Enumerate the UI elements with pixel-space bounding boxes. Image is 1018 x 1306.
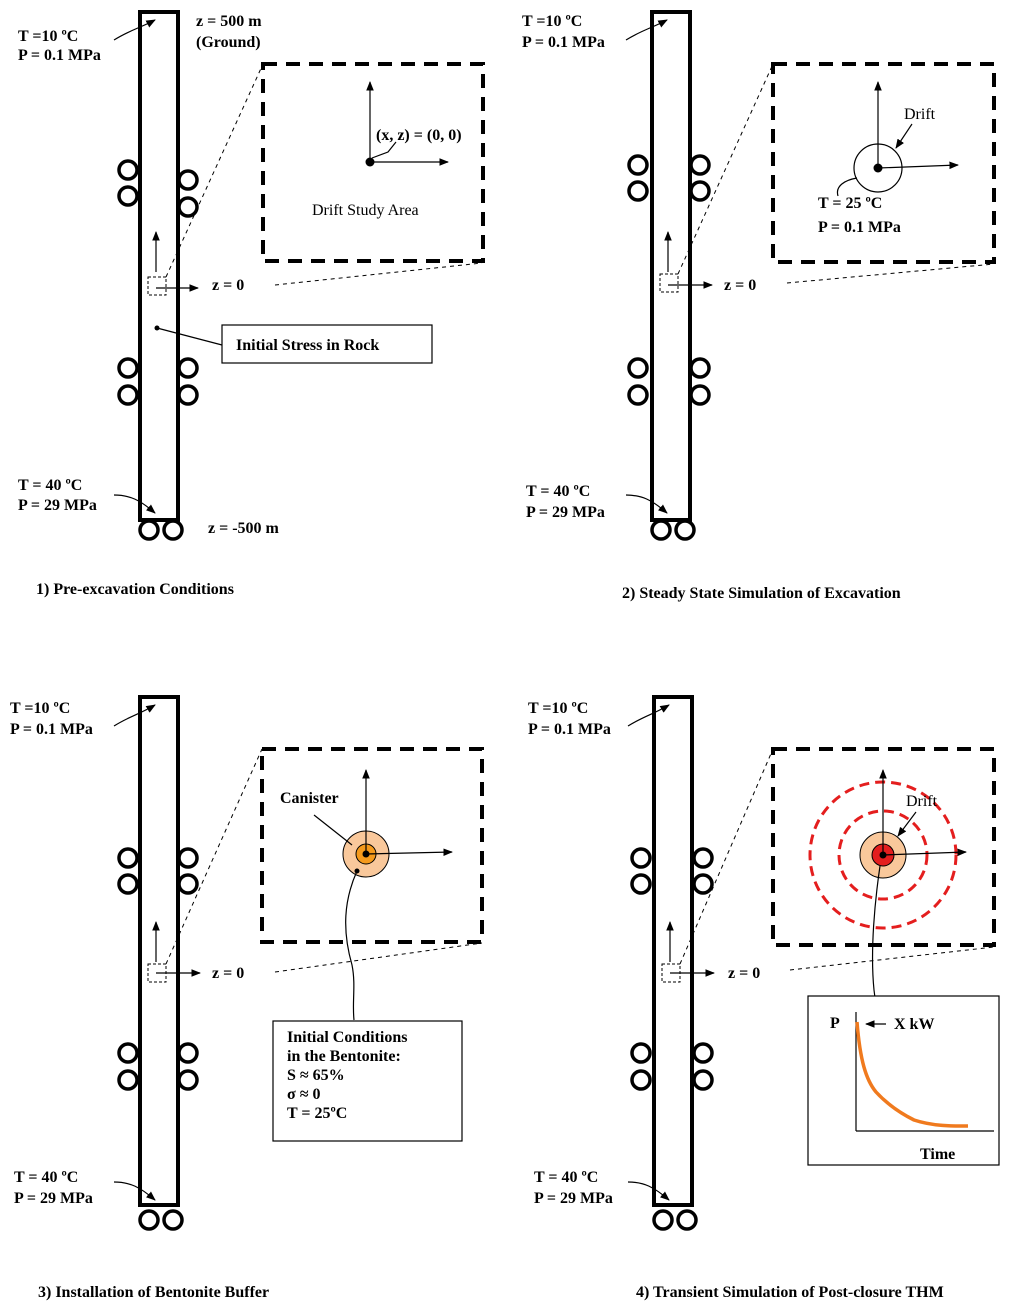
ground-note: (Ground) (196, 34, 261, 51)
init-line-4: σ ≈ 0 (287, 1086, 320, 1103)
power-y-label: P (830, 1015, 840, 1032)
panel-4-caption: 4) Transient Simulation of Post-closure … (636, 1284, 944, 1301)
panel-2-caption: 2) Steady State Simulation of Excavation (622, 585, 901, 602)
panel-3-caption: 3) Installation of Bentonite Buffer (38, 1284, 269, 1301)
roller-supports (630, 847, 714, 1231)
drift-pressure: P = 0.1 MPa (818, 219, 901, 236)
top-pressure: P = 0.1 MPa (10, 721, 93, 738)
bottom-boundary-arrow (113, 1181, 156, 1201)
canister-label: Canister (280, 790, 339, 807)
study-area-label: Drift Study Area (312, 202, 419, 219)
initial-conditions-box (272, 1020, 463, 1142)
rock-column (650, 10, 692, 522)
z0-label: z = 0 (728, 965, 760, 982)
bottom-z-label: z = -500 m (208, 520, 280, 537)
ground-label: z = 500 m (196, 13, 262, 30)
canister-center (362, 850, 370, 858)
zoom-line-top (677, 63, 774, 275)
canister-leader (313, 814, 353, 846)
canister-center (879, 851, 887, 859)
z0-label: z = 0 (212, 965, 244, 982)
study-area-marker (659, 273, 679, 293)
init-line-5: T = 25ºC (287, 1105, 347, 1122)
panel-3: T =10 ºC P = 0.1 MPa T = 40 ºC P = 29 MP… (10, 695, 484, 1301)
drift-wall-leader (836, 177, 858, 197)
study-area-marker (147, 276, 167, 296)
drift-label: Drift (904, 106, 936, 123)
top-temp: T =10 ºC (18, 28, 78, 45)
initial-stress-box (221, 324, 433, 364)
bottom-temp: T = 40 ºC (18, 477, 82, 494)
bottom-boundary-arrow (627, 1181, 670, 1201)
panel-2: T =10 ºC P = 0.1 MPa T = 40 ºC P = 29 MP… (522, 10, 996, 602)
z0-label: z = 0 (212, 277, 244, 294)
zoom-line-top (679, 748, 774, 965)
power-value: X kW (894, 1016, 934, 1033)
heat-zoom-box (771, 747, 996, 947)
bottom-temp: T = 40 ºC (14, 1169, 78, 1186)
bottom-boundary-arrow (625, 494, 668, 514)
top-boundary-arrow (113, 704, 156, 727)
init-line-3: S ≈ 65% (287, 1067, 345, 1084)
top-pressure: P = 0.1 MPa (522, 34, 605, 51)
roller-supports (627, 154, 711, 541)
bottom-temp: T = 40 ºC (526, 483, 590, 500)
power-x-label: Time (920, 1146, 955, 1163)
top-pressure: P = 0.1 MPa (528, 721, 611, 738)
top-boundary-arrow (113, 19, 156, 41)
roller-supports (117, 159, 199, 541)
power-inset-box (807, 995, 1000, 1166)
zoom-x-axis (877, 161, 959, 170)
roller-supports (117, 847, 199, 1231)
top-pressure: P = 0.1 MPa (18, 47, 101, 64)
zoom-line-bottom (274, 942, 483, 973)
init-line-2: in the Bentonite: (287, 1048, 401, 1065)
top-temp: T =10 ºC (528, 700, 588, 717)
drift-pointer (895, 123, 913, 149)
top-boundary-arrow (625, 19, 668, 41)
z0-label: z = 0 (724, 277, 756, 294)
bottom-pressure: P = 29 MPa (526, 504, 605, 521)
stress-leader (156, 327, 223, 346)
top-boundary-arrow (627, 704, 670, 727)
study-area-marker (147, 963, 167, 983)
zoom-x-axis (882, 848, 967, 857)
origin-leader (371, 141, 397, 159)
panel-1-caption: 1) Pre-excavation Conditions (36, 581, 234, 598)
zoom-line-top (165, 63, 264, 278)
zoom-line-bottom (789, 946, 995, 971)
drift-center (873, 163, 883, 173)
bottom-temp: T = 40 ºC (534, 1169, 598, 1186)
drift-temp: T = 25 ºC (818, 195, 882, 212)
rock-column (138, 10, 180, 522)
zoom-x-axis (365, 848, 453, 857)
zoom-line-bottom (274, 262, 483, 286)
bentonite-leader (345, 870, 358, 1021)
origin-point (365, 157, 375, 167)
inner-heat-ring (837, 809, 929, 901)
origin-label: (x, z) = (0, 0) (376, 127, 462, 144)
panel-4: T =10 ºC P = 0.1 MPa T = 40 ºC P = 29 MP… (528, 695, 1000, 1301)
top-temp: T =10 ºC (10, 700, 70, 717)
top-temp: T =10 ºC (522, 13, 582, 30)
initial-stress-label: Initial Stress in Rock (236, 337, 379, 354)
drift-pointer (897, 811, 917, 837)
drift-zoom-box (771, 62, 996, 264)
init-line-1: Initial Conditions (287, 1029, 407, 1046)
rock-column (652, 695, 694, 1207)
panel-1: T =10 ºC P = 0.1 MPa z = 500 m (Ground) … (18, 10, 485, 598)
bottom-pressure: P = 29 MPa (14, 1190, 93, 1207)
bottom-pressure: P = 29 MPa (18, 497, 97, 514)
zoom-line-bottom (786, 263, 995, 284)
bottom-boundary-arrow (113, 494, 156, 514)
rock-column (138, 695, 180, 1207)
study-area-marker (661, 963, 681, 983)
bottom-pressure: P = 29 MPa (534, 1190, 613, 1207)
drift-label: Drift (906, 793, 938, 810)
heat-decay-curve (855, 1021, 969, 1128)
